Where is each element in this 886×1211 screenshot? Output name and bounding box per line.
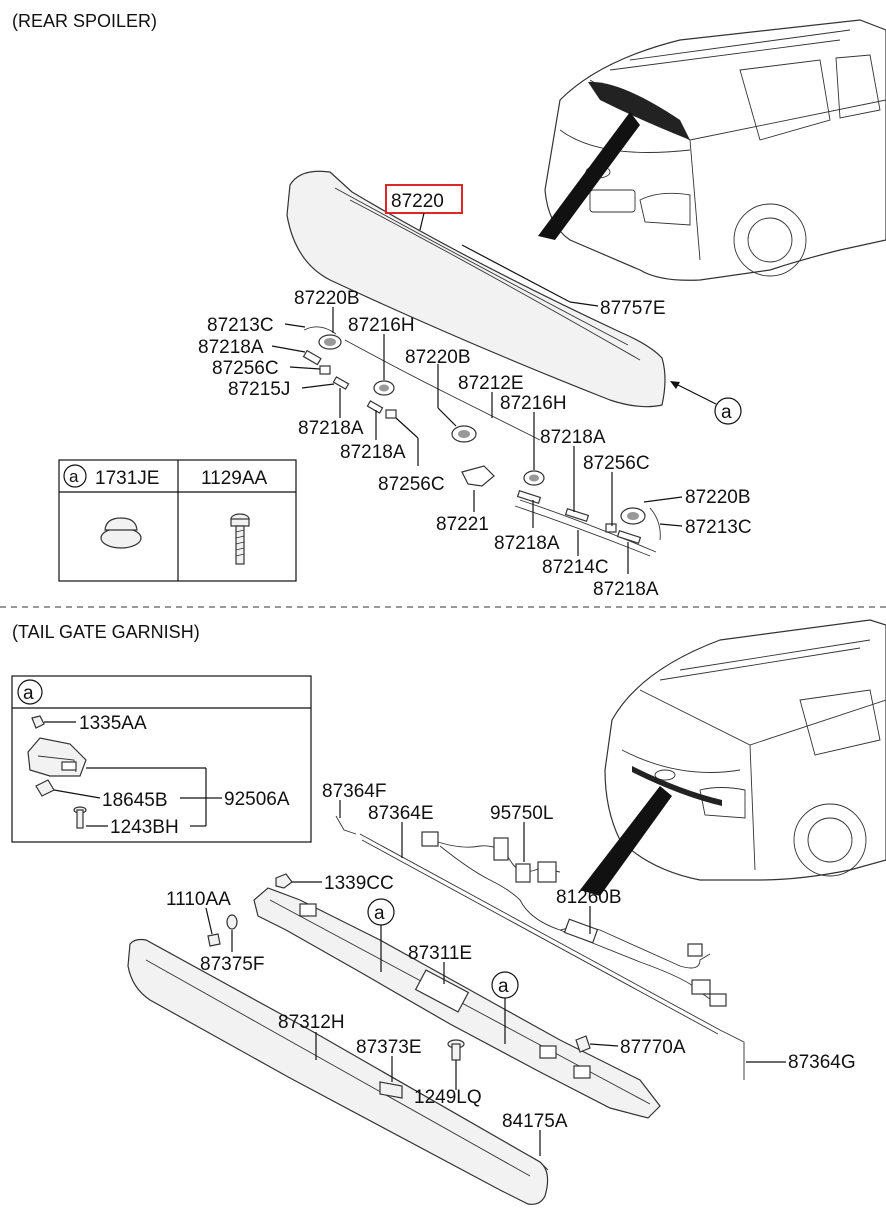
label-87256C-3: 87256C — [583, 453, 650, 474]
rear-spoiler-title: (REAR SPOILER) — [12, 11, 157, 31]
label-87220: 87220 — [391, 191, 444, 212]
label-1110AA: 1110AA — [166, 889, 231, 910]
label-95750L: 95750L — [490, 803, 553, 824]
grommet-icon — [100, 517, 142, 549]
ref-a-label-1: a — [374, 903, 385, 924]
screw-icon — [230, 513, 250, 565]
garnish-panel-87312H — [127, 938, 549, 1205]
label-87213C-1: 87213C — [207, 315, 274, 336]
label-87218A-5: 87218A — [494, 533, 560, 554]
license-lamp-icon — [27, 737, 87, 777]
label-1249LQ: 1249LQ — [414, 1087, 482, 1108]
label-87770A: 87770A — [620, 1037, 686, 1058]
table-ref-a-circle — [63, 464, 87, 488]
table-col-1731JE: 1731JE — [95, 468, 159, 489]
ref-a-label-2: a — [498, 976, 509, 997]
vehicle-rear-view-bottom — [580, 619, 886, 896]
strip-87364F — [335, 815, 357, 835]
lamp-inset-box: a 1335AA 18645B 1243BH 92506A — [11, 675, 312, 843]
spoiler-ref-table: a 1731JE 1129AA — [58, 459, 297, 582]
label-87373E: 87373E — [356, 1037, 422, 1058]
highlighted-garnish-on-car — [632, 766, 722, 806]
label-92506A: 92506A — [224, 789, 290, 810]
label-87220B-2: 87220B — [405, 347, 471, 368]
label-87375F: 87375F — [200, 954, 264, 975]
pad-87373E-icon — [379, 1081, 403, 1099]
label-87218A-3: 87218A — [340, 442, 406, 463]
clip-1110AA-icon — [207, 933, 221, 947]
label-87218A-6: 87218A — [593, 579, 659, 600]
label-87312H: 87312H — [278, 1012, 345, 1033]
label-87212E: 87212E — [458, 373, 524, 394]
inset-ref-a-circle — [17, 679, 43, 705]
nut-icon — [275, 873, 293, 889]
label-87220B-3: 87220B — [685, 487, 751, 508]
table-col-1129AA: 1129AA — [201, 468, 268, 489]
clip-87770A-icon — [575, 1035, 591, 1053]
label-87215J: 87215J — [228, 379, 290, 400]
label-87364F: 87364F — [322, 781, 386, 802]
label-87311E: 87311E — [408, 943, 472, 964]
garnish-bracket-87311E — [253, 887, 661, 1119]
label-81260B: 81260B — [556, 887, 622, 908]
highlighted-spoiler-on-car — [588, 81, 690, 140]
strip-87364E — [359, 833, 745, 1080]
label-87216H-1: 87216H — [348, 315, 415, 336]
ref-a-label-spoiler: a — [721, 402, 732, 423]
small-screw-icon — [73, 806, 87, 829]
part-84175A — [529, 1155, 549, 1171]
vehicle-rear-view-top — [538, 19, 886, 281]
screw-1249LQ-icon — [447, 1039, 465, 1061]
wiring-harness — [421, 831, 727, 1007]
label-87220B-1: 87220B — [294, 288, 360, 309]
label-87364E: 87364E — [368, 803, 434, 824]
label-87221: 87221 — [436, 514, 489, 535]
label-84175A: 84175A — [502, 1111, 568, 1132]
spoiler-clips-left — [302, 326, 661, 557]
label-87757E: 87757E — [600, 298, 666, 319]
label-87256C-1: 87256C — [212, 358, 279, 379]
spacer-icon — [226, 914, 238, 930]
seal-strip-87757E — [461, 244, 571, 303]
table-ref-a: a — [69, 467, 79, 486]
label-87214C: 87214C — [542, 557, 609, 578]
rear-spoiler-body — [286, 170, 666, 408]
label-18645B: 18645B — [102, 790, 168, 811]
tail-gate-garnish-title: (TAIL GATE GARNISH) — [12, 622, 200, 642]
label-87213C-2: 87213C — [685, 517, 752, 538]
pointer-arrow — [538, 112, 640, 240]
label-87364G: 87364G — [788, 1052, 856, 1073]
label-87218A-1: 87218A — [198, 337, 264, 358]
label-87216H-2: 87216H — [500, 393, 567, 414]
label-87218A-4: 87218A — [540, 427, 606, 448]
label-87256C-2: 87256C — [378, 474, 445, 495]
label-1335AA: 1335AA — [79, 713, 147, 734]
label-87218A-2: 87218A — [298, 418, 364, 439]
pointer-arrow-bottom — [580, 786, 672, 896]
ref-a-circle-spoiler — [714, 397, 742, 425]
label-1339CC: 1339CC — [324, 873, 394, 894]
inset-ref-a: a — [23, 683, 34, 704]
label-1243BH: 1243BH — [110, 817, 179, 838]
clip-icon — [31, 715, 45, 729]
